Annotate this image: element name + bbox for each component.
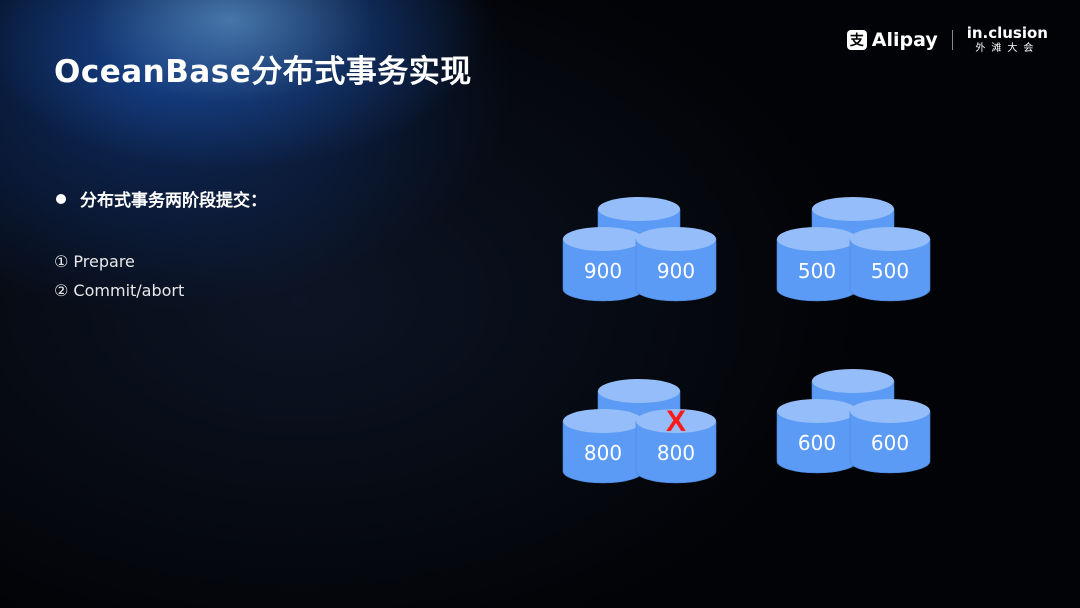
cylinder-value: 800 bbox=[584, 441, 622, 465]
logo-divider bbox=[951, 30, 953, 50]
fail-x-icon: X bbox=[666, 405, 686, 438]
replica-group: 800 800 X bbox=[562, 379, 717, 484]
cylinder-value: 900 bbox=[657, 259, 695, 283]
step-commit: ② Commit/abort bbox=[54, 281, 185, 300]
replica-group: 900 900 bbox=[562, 197, 717, 302]
cylinder-left: 500 bbox=[776, 227, 858, 302]
slide-title: OceanBase分布式事务实现 bbox=[54, 54, 472, 90]
cylinder-left: 800 bbox=[562, 409, 644, 484]
cylinder-value: 600 bbox=[798, 431, 836, 455]
logos: 支 Alipay in.clusion 外滩大会 bbox=[846, 26, 1048, 54]
cylinder-left: 600 bbox=[776, 399, 858, 474]
replica-group: 600 600 bbox=[776, 369, 931, 474]
cylinder-value: 500 bbox=[871, 259, 909, 283]
inclusion-subtext: 外滩大会 bbox=[975, 43, 1040, 54]
cylinder-value: 900 bbox=[584, 259, 622, 283]
step-prepare: ① Prepare bbox=[54, 252, 135, 271]
bullet-heading: 分布式事务两阶段提交： bbox=[56, 186, 267, 211]
cylinder-right: 500 bbox=[849, 227, 931, 302]
alipay-logo: 支 Alipay bbox=[846, 29, 938, 51]
alipay-text: Alipay bbox=[871, 29, 938, 51]
cylinder-right: 600 bbox=[849, 399, 931, 474]
replica-group: 500 500 bbox=[776, 197, 931, 302]
alipay-icon: 支 bbox=[846, 30, 867, 50]
bullet-text: 分布式事务两阶段提交： bbox=[80, 191, 267, 211]
bullet-dot-icon bbox=[56, 193, 66, 204]
cylinder-value: 500 bbox=[798, 259, 836, 283]
cylinder-left: 900 bbox=[562, 227, 644, 302]
cylinder-right: 900 bbox=[635, 227, 717, 302]
inclusion-text: in.clusion bbox=[966, 24, 1048, 42]
cylinder-value: 600 bbox=[871, 431, 909, 455]
cylinder-value: 800 bbox=[657, 441, 695, 465]
inclusion-logo: in.clusion 外滩大会 bbox=[967, 26, 1048, 54]
cylinder-right: 800 X bbox=[635, 405, 717, 484]
